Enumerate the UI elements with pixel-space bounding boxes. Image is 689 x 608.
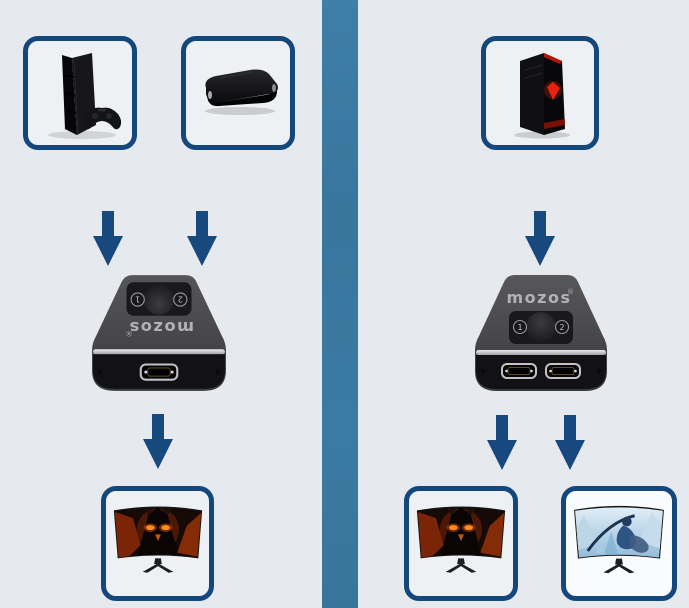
registered-mark: ® [567,288,574,296]
brand-logo: mozos [507,288,572,307]
curved-monitor-blue-icon [574,505,664,573]
divider-band [322,0,358,608]
arrow-down-left-1 [93,211,123,266]
hdmi-switch-right: mozos ® 1 2 [475,275,607,391]
switch-top-face: mozos ® 1 2 [507,288,574,344]
registered-mark: ® [126,329,133,338]
arrow-down-right-3 [555,415,585,470]
hdmi-switch-left: mozos ® 2 1 [92,275,226,391]
screen-art-blue [575,506,663,558]
monitor-stand [603,563,635,573]
display-box-monitor-red [101,486,214,601]
arrow-down-right-1 [525,211,555,266]
pc-emblem [547,82,560,100]
hdmi-port-1 [501,363,537,379]
switch-top-face-flipped: mozos ® 2 1 [126,282,194,338]
ps4-controller [82,107,122,130]
source-box-tv-box [181,36,295,150]
curved-monitor-red-icon [416,506,506,573]
port-badge-circle [512,319,528,335]
monitor-stand [445,562,477,573]
ps4-console-icon [48,53,122,139]
screen-art-red [114,507,201,557]
screw-hole [215,369,221,374]
monitor-stand [142,562,173,573]
port-label-2: 2 [559,323,564,332]
display-box-monitor-red-2 [404,486,518,601]
port-label-2: 2 [178,294,183,304]
screen-art-red [417,507,505,557]
display-box-monitor-blue [561,486,677,601]
port-badge-circle [554,319,570,335]
hdmi-port-2 [545,363,581,379]
port-badge-circle [173,292,188,307]
tv-box-icon [205,69,278,115]
selector-knob [526,312,556,342]
gaming-pc-icon [514,53,570,139]
screw-hole [480,368,486,374]
hdmi-port-single [139,363,179,381]
arrow-down-right-2 [487,415,517,470]
arrow-down-left-2 [187,211,217,266]
screw-hole [97,369,103,374]
port-label-1: 1 [517,323,522,332]
port-label-1: 1 [135,294,140,304]
curved-monitor-red-icon [113,506,202,573]
brand-logo: mozos [128,318,194,337]
switch-front-face [476,355,606,389]
port-badge-circle [130,292,145,307]
arrow-down-left-3 [143,414,173,469]
selector-knob [143,284,175,315]
source-box-gaming-pc [481,36,599,150]
source-box-game-console [23,36,137,150]
screw-hole [596,368,602,374]
switch-rim [476,350,606,355]
switch-rim [93,349,225,355]
